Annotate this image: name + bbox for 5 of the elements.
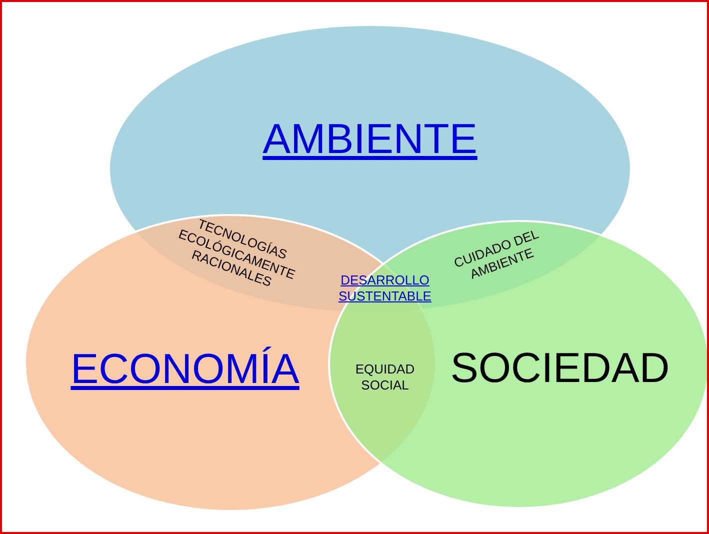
- circle-title: SOCIEDAD: [450, 347, 670, 389]
- link-title: AMBIENTE: [262, 118, 478, 160]
- link-title: ECONOMÍA: [70, 348, 300, 390]
- link-text: DESARROLLO SUSTENTABLE: [338, 272, 432, 304]
- overlap-label: EQUIDAD SOCIAL: [354, 361, 416, 393]
